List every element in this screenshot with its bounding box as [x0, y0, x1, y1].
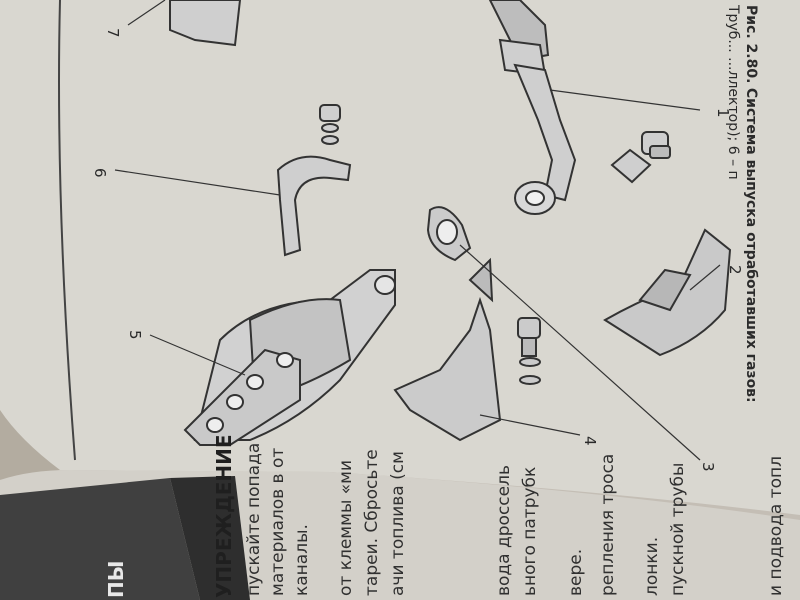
book-page	[0, 0, 800, 515]
manifold-top-part	[169, 0, 242, 47]
caption-title: Система выпуска отработавших газов:	[743, 87, 759, 403]
text-line-11: лонки.	[642, 536, 662, 596]
text-line-12: пускной трубы	[668, 462, 688, 596]
callout-3: 3	[699, 462, 717, 472]
text-line-4: от клеммы «ми	[336, 459, 356, 596]
catalytic-converter-part	[183, 269, 396, 446]
text-line-5: тареи. Сбросьте	[362, 449, 382, 596]
text-line-8: ьного патрубк	[520, 466, 540, 596]
callout-7: 7	[104, 28, 122, 38]
text-line-6: ачи топлива (см	[388, 451, 408, 596]
text-line-13: и подвода топл	[766, 455, 786, 596]
text-line-9: вере.	[566, 548, 586, 596]
callout-5: 5	[126, 330, 144, 340]
pipe-clamp-part	[276, 104, 352, 257]
exhaust-pipe-part	[488, 0, 577, 215]
callout-4: 4	[581, 436, 599, 446]
text-line-1: пускайте попада	[244, 442, 264, 596]
bracket-part	[393, 257, 541, 442]
figure-caption: Рис. 2.80. Система выпуска отработавших …	[720, 5, 760, 565]
text-line-3: каналы.	[292, 524, 312, 596]
text-line-2: материалов в от	[268, 447, 288, 596]
callout-1: 1	[714, 108, 732, 118]
heat-shield-part	[603, 228, 732, 357]
section-heading: ПЫ	[104, 560, 128, 598]
text-line-7: вода дроссель	[494, 465, 514, 596]
caption-prefix: Рис. 2.80.	[743, 5, 759, 84]
warning-heading: УПРЕЖДЕНИЕ	[212, 434, 236, 598]
text-line-10: репления троса	[598, 453, 618, 596]
callout-2: 2	[726, 265, 744, 275]
callout-6: 6	[91, 168, 109, 178]
gasket-part	[426, 206, 472, 262]
caption-line-2: Труб... ...ллектор); 6 – п	[725, 5, 741, 180]
